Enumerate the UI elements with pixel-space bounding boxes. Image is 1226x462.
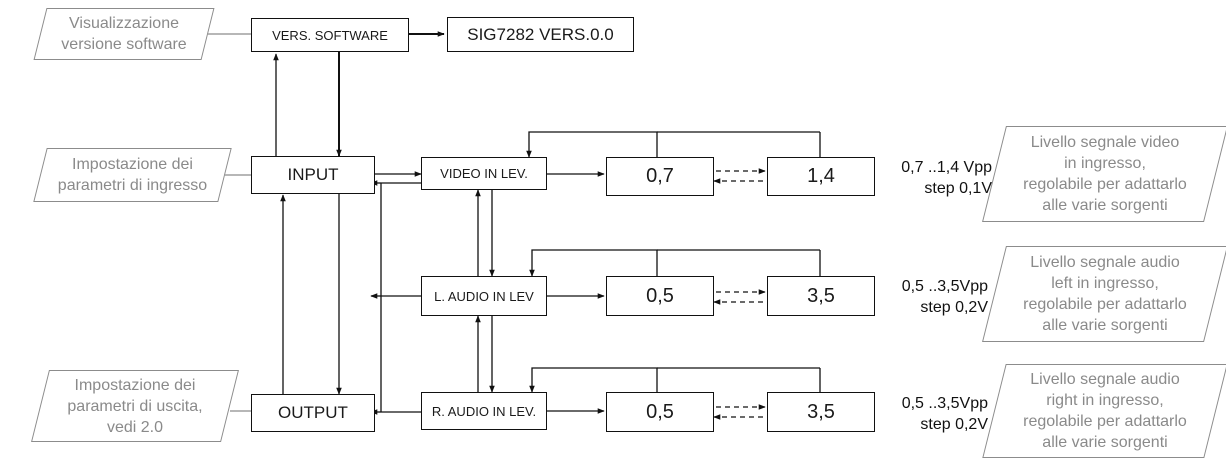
note-line: vedi 2.0 [106, 418, 164, 436]
note-line: alle varie sorgenti [1042, 197, 1168, 214]
note-video-level: Livello segnale video in ingresso, regol… [982, 126, 1226, 222]
note-line: alle varie sorgenti [1042, 317, 1168, 334]
left-audio-range-label: 0,5 ..3,5Vpp step 0,2V [870, 276, 988, 318]
range-line: step 0,1V [924, 180, 992, 197]
note-line: regolabile per adattarlo [1023, 296, 1187, 313]
note-line: regolabile per adattarlo [1023, 413, 1187, 430]
range-line: 0,5 ..3,5Vpp [901, 278, 988, 295]
menu-left-audio-in-level[interactable]: L. AUDIO IN LEV [421, 276, 547, 316]
range-line: 0,7 ..1,4 Vpp [901, 159, 992, 176]
note-input-parameters: Impostazione dei parametri di ingresso [33, 148, 232, 202]
range-line: step 0,2V [920, 299, 988, 316]
note-line: Impostazione dei [74, 376, 196, 394]
right-audio-level-min-value[interactable]: 0,5 [606, 392, 714, 432]
video-level-max-value[interactable]: 1,4 [767, 157, 875, 196]
note-line: Livello segnale audio [1030, 254, 1180, 271]
note-line: Livello segnale audio [1030, 371, 1180, 388]
software-version-value: SIG7282 VERS.0.0 [447, 17, 634, 52]
note-line: left in ingresso, [1051, 275, 1159, 292]
note-line: Impostazione dei [72, 156, 193, 173]
note-left-audio-level: Livello segnale audio left in ingresso, … [982, 246, 1226, 342]
menu-video-in-level[interactable]: VIDEO IN LEV. [421, 157, 547, 190]
note-line: alle varie sorgenti [1042, 434, 1168, 451]
range-line: 0,5 ..3,5Vpp [901, 395, 988, 412]
menu-software-version[interactable]: VERS. SOFTWARE [251, 18, 409, 52]
left-audio-level-min-value[interactable]: 0,5 [606, 276, 714, 316]
menu-input[interactable]: INPUT [251, 156, 375, 194]
range-line: step 0,2V [920, 416, 988, 433]
note-line: in ingresso, [1064, 155, 1146, 172]
note-line: parametri di uscita, [67, 397, 203, 415]
menu-right-audio-in-level[interactable]: R. AUDIO IN LEV. [421, 392, 547, 430]
note-line: Livello segnale video [1030, 134, 1180, 151]
note-line: regolabile per adattarlo [1023, 176, 1187, 193]
video-level-min-value[interactable]: 0,7 [606, 157, 714, 196]
note-line: versione software [61, 36, 187, 53]
video-range-label: 0,7 ..1,4 Vpp step 0,1V [870, 157, 992, 199]
note-line: Visualizzazione [69, 15, 179, 32]
right-audio-range-label: 0,5 ..3,5Vpp step 0,2V [870, 393, 988, 435]
left-audio-level-max-value[interactable]: 3,5 [767, 276, 875, 316]
right-audio-level-max-value[interactable]: 3,5 [767, 392, 875, 432]
note-right-audio-level: Livello segnale audio right in ingresso,… [982, 364, 1226, 458]
note-output-parameters: Impostazione dei parametri di uscita, ve… [31, 370, 239, 442]
note-line: parametri di ingresso [57, 177, 208, 194]
note-software-version: Visualizzazione versione software [33, 8, 215, 60]
menu-output[interactable]: OUTPUT [251, 394, 375, 432]
note-line: right in ingresso, [1046, 392, 1164, 409]
